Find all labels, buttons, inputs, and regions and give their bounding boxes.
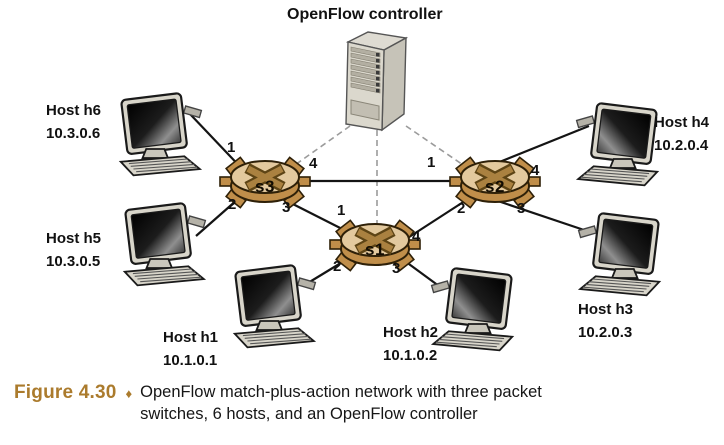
host-h3-label: Host h3 10.2.0.3 xyxy=(578,299,633,344)
port-label-s1-2: 2 xyxy=(333,258,342,275)
host-h2 xyxy=(425,265,525,353)
host-h6 xyxy=(108,90,208,178)
host-name: Host h3 xyxy=(578,301,634,318)
host-ip: 10.1.0.1 xyxy=(163,351,218,369)
figure-caption: Figure 4.30 ♦ OpenFlow match-plus-action… xyxy=(14,382,542,426)
controller-link-s3 xyxy=(284,125,351,173)
monitor-icon xyxy=(577,211,661,297)
port-label-s3-2: 2 xyxy=(228,196,237,213)
host-h5 xyxy=(112,200,212,288)
switch-s3-label: s3 xyxy=(255,177,275,196)
figure-caption-text: OpenFlow match-plus-action network with … xyxy=(140,382,542,426)
openflow-controller xyxy=(338,28,416,141)
controller-label: OpenFlow controller xyxy=(287,6,443,23)
port-label-s2-3: 3 xyxy=(517,200,526,217)
monitor-icon xyxy=(430,266,514,352)
port-label-s3-3: 3 xyxy=(282,199,291,216)
monitor-icon xyxy=(233,263,317,349)
host-name: Host h2 xyxy=(383,324,439,341)
link-s2-h3 xyxy=(485,195,591,234)
port-label-s2-2: 2 xyxy=(457,200,466,217)
host-h5-label: Host h5 10.3.0.5 xyxy=(46,228,101,273)
host-name: Host h6 xyxy=(46,102,102,119)
switch-s2-label: s2 xyxy=(485,177,505,196)
host-ip: 10.2.0.3 xyxy=(578,323,633,341)
host-ip: 10.2.0.4 xyxy=(654,136,709,154)
monitor-icon xyxy=(123,201,207,287)
switch-s2: s2 xyxy=(447,150,543,214)
server-icon xyxy=(345,31,407,131)
port-label-s2-1: 1 xyxy=(427,154,436,171)
figure-caption-label: Figure 4.30 xyxy=(14,382,117,403)
switch-s1-label: s1 xyxy=(365,240,385,259)
host-name: Host h5 xyxy=(46,230,102,247)
figure-caption-line1: OpenFlow match-plus-action network with … xyxy=(140,383,542,401)
port-label-s3-1: 1 xyxy=(227,139,236,156)
host-ip: 10.1.0.2 xyxy=(383,346,438,364)
host-h2-label: Host h2 10.1.0.2 xyxy=(383,322,438,367)
switch-s3: s3 xyxy=(217,150,313,214)
port-label-s1-4: 4 xyxy=(412,228,421,245)
figure-caption-line2: switches, 6 hosts, and an OpenFlow contr… xyxy=(140,404,478,423)
port-label-s1-3: 3 xyxy=(392,260,401,277)
host-h6-label: Host h6 10.3.0.6 xyxy=(46,100,101,145)
host-h3 xyxy=(572,210,672,298)
host-ip: 10.3.0.5 xyxy=(46,252,101,270)
port-label-s3-4: 4 xyxy=(309,155,318,172)
host-h1 xyxy=(222,262,322,350)
port-label-s2-4: 4 xyxy=(531,162,540,179)
switch-s1: s1 xyxy=(327,213,423,277)
port-label-s1-1: 1 xyxy=(337,202,346,219)
host-name: Host h1 xyxy=(163,329,219,346)
diamond-icon: ♦ xyxy=(125,386,133,401)
link-s1-s2 xyxy=(402,196,472,242)
host-name: Host h4 xyxy=(654,114,710,131)
controller-link-s2 xyxy=(405,125,470,170)
host-h1-label: Host h1 10.1.0.1 xyxy=(163,327,218,372)
host-ip: 10.3.0.6 xyxy=(46,124,101,142)
host-h4-label: Host h4 10.2.0.4 xyxy=(654,112,709,157)
monitor-icon xyxy=(119,91,203,177)
